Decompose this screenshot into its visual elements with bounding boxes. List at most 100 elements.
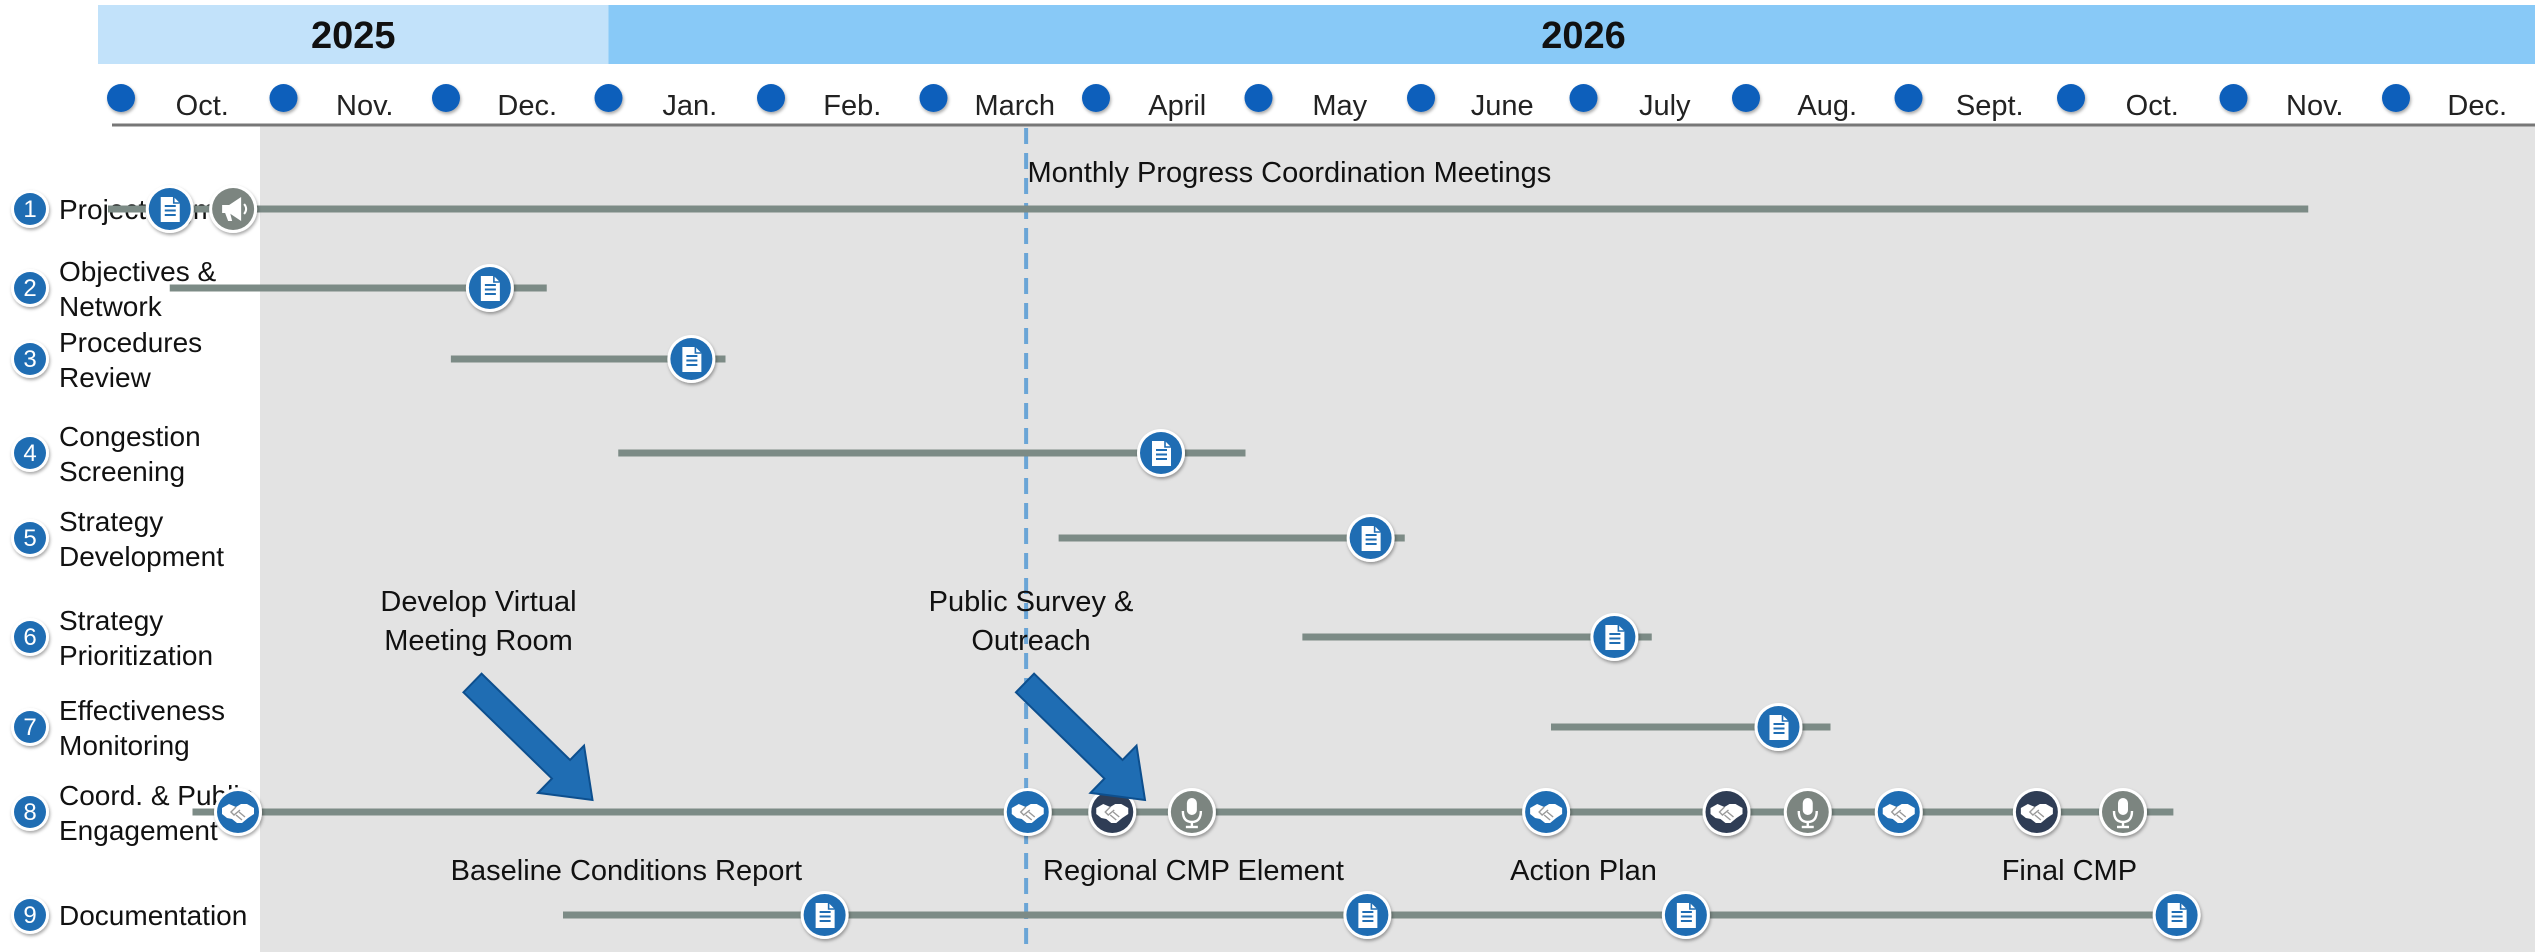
month-boundary-dot (432, 84, 460, 112)
row-number-badge: 4 (11, 434, 49, 472)
row-label: Network (59, 291, 163, 322)
month-boundary-dot (107, 84, 135, 112)
month-label: Nov. (336, 90, 393, 122)
handshake-icon (214, 788, 262, 836)
row-label: Engagement (59, 815, 218, 846)
month-boundary-dot (757, 84, 785, 112)
callout-arrow (462, 672, 594, 802)
microphone-icon (2099, 788, 2147, 836)
callout-text: Outreach (971, 625, 1090, 657)
row-number-badge: 8 (11, 793, 49, 831)
svg-text:7: 7 (23, 714, 36, 741)
row-label: Prioritization (59, 640, 213, 671)
month-boundary-dot (1407, 84, 1435, 112)
month-label: Jan. (662, 90, 717, 122)
month-boundary-dot (269, 84, 298, 112)
row-label: Screening (59, 456, 185, 487)
row-label: Objectives & (59, 256, 216, 287)
month-boundary-dot (594, 84, 623, 112)
row-label: Congestion (59, 421, 201, 452)
year-label: 2025 (311, 15, 396, 57)
callout-arrow (1014, 672, 1147, 802)
document-icon (1343, 891, 1392, 939)
handshake-icon (1003, 788, 1052, 836)
document-icon (2152, 891, 2201, 939)
document-icon (1590, 613, 1639, 661)
microphone-icon (1783, 788, 1832, 836)
row-label: Documentation (59, 900, 247, 931)
document-icon (1137, 429, 1185, 477)
document-icon (465, 264, 514, 312)
handshake-icon (1702, 788, 1751, 836)
document-icon (1661, 891, 1710, 939)
row-number-badge: 5 (11, 519, 49, 557)
row-number-badge: 2 (11, 269, 49, 307)
month-label: March (974, 90, 1055, 122)
handshake-icon (1874, 788, 1923, 836)
month-label: Nov. (2286, 90, 2343, 122)
month-label: Dec. (2447, 90, 2507, 122)
callout-text: Public Survey & (929, 586, 1134, 618)
month-label: Aug. (1797, 90, 1857, 122)
handshake-icon (2012, 788, 2061, 836)
handshake-icon (1522, 788, 1571, 836)
svg-text:5: 5 (23, 525, 36, 552)
svg-text:3: 3 (23, 346, 36, 373)
month-boundary-dot (1569, 84, 1598, 112)
month-label: Dec. (497, 90, 557, 122)
microphone-icon (1167, 788, 1216, 836)
document-icon (145, 185, 194, 233)
month-label: Sept. (1956, 90, 2024, 122)
svg-text:2: 2 (23, 275, 36, 302)
megaphone-icon (209, 185, 258, 233)
month-boundary-dot (2219, 84, 2248, 112)
month-boundary-dot (1732, 84, 1760, 112)
handshake-icon (1088, 788, 1137, 836)
month-label: Oct. (2126, 90, 2179, 122)
row-label: Review (59, 362, 152, 393)
row-label: Strategy (59, 605, 163, 636)
timeline-annotation: Final CMP (2002, 855, 2137, 887)
row-number-badge: 1 (11, 190, 49, 228)
month-label: May (1312, 90, 1367, 122)
month-label: Feb. (823, 90, 881, 122)
document-icon (800, 891, 849, 939)
year-label: 2026 (1541, 15, 1626, 57)
document-icon (1754, 703, 1803, 751)
month-boundary-dot (1244, 84, 1273, 112)
svg-text:1: 1 (23, 196, 36, 223)
year-band-2025 (98, 5, 609, 64)
callout-text: Meeting Room (384, 625, 573, 657)
row-number-badge: 6 (11, 618, 49, 656)
svg-text:8: 8 (23, 799, 36, 826)
row-label: Procedures (59, 327, 202, 358)
document-icon (1346, 514, 1395, 562)
row-number-badge: 7 (11, 708, 49, 746)
month-boundary-dot (1082, 84, 1110, 112)
timeline-annotation: Baseline Conditions Report (451, 855, 802, 887)
callout-text: Develop Virtual (380, 586, 576, 618)
month-label: Oct. (176, 90, 229, 122)
timeline-annotation: Action Plan (1510, 855, 1657, 887)
month-label: June (1471, 90, 1534, 122)
svg-text:6: 6 (23, 624, 36, 651)
svg-text:4: 4 (23, 440, 36, 467)
timeline-annotation: Monthly Progress Coordination Meetings (1027, 157, 1551, 189)
row-label: Development (59, 541, 224, 572)
month-boundary-dot (919, 84, 948, 112)
row-label: Monitoring (59, 730, 190, 761)
year-band-2026 (608, 5, 2535, 64)
month-label: July (1639, 90, 1691, 122)
row-label: Strategy (59, 506, 163, 537)
row-number-badge: 9 (11, 896, 49, 934)
month-label: April (1148, 90, 1206, 122)
svg-text:9: 9 (23, 902, 36, 929)
month-boundary-dot (1894, 84, 1923, 112)
row-label: Effectiveness (59, 695, 225, 726)
timeline-annotation: Regional CMP Element (1043, 855, 1344, 887)
month-boundary-dot (2057, 84, 2085, 112)
row-number-badge: 3 (11, 340, 49, 378)
month-boundary-dot (2382, 84, 2410, 112)
document-icon (667, 335, 716, 383)
